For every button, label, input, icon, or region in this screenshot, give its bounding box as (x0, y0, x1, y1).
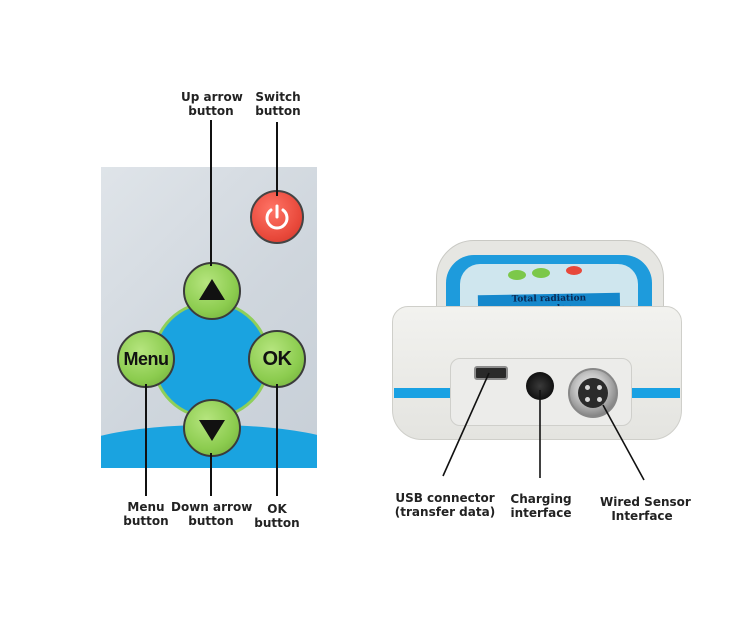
menu-callout: Menu button (116, 500, 176, 528)
callout-line-1: Up arrow (181, 90, 243, 104)
callout-line-2: button (255, 104, 301, 118)
up-arrow-callout: Up arrow button (181, 90, 243, 118)
callout-line-1: Menu (127, 500, 165, 514)
device-keypad-button (532, 268, 550, 278)
down-arrow-icon (199, 419, 225, 441)
callout-line-2: Interface (611, 509, 673, 523)
sensor-pin (585, 385, 590, 390)
callout-line-1: USB connector (395, 491, 495, 505)
usb-callout: USB connector (transfer data) (393, 491, 497, 519)
power-icon (265, 204, 289, 230)
sensor-callout: Wired Sensor Interface (600, 495, 691, 523)
callout-line-1: Down arrow (171, 500, 253, 514)
down-arrow-callout: Down arrow button (171, 500, 253, 528)
callout-line-2: (transfer data) (394, 505, 496, 519)
sensor-connector-core (578, 378, 608, 408)
sensor-pin (597, 397, 602, 402)
callout-line-2: button (188, 514, 234, 528)
menu-leader (145, 384, 147, 496)
sensor-pin (597, 385, 602, 390)
usb-leader (442, 372, 490, 477)
sensor-leader (602, 404, 645, 481)
callout-line-1: OK (267, 502, 287, 516)
down-arrow-leader (210, 453, 212, 496)
menu-button-label: Menu (123, 348, 170, 369)
ok-leader (276, 384, 278, 496)
callout-line-2: button (188, 104, 234, 118)
device-keypad-button (508, 270, 526, 280)
device-power-button (566, 266, 582, 275)
sensor-pin (585, 397, 590, 402)
callout-line-2: button (123, 514, 169, 528)
up-arrow-leader (210, 120, 212, 266)
switch-leader (276, 122, 278, 196)
callout-line-2: interface (510, 506, 572, 520)
switch-callout: Switch button (248, 90, 308, 118)
ok-button-label: OK (262, 347, 293, 370)
callout-line-1: Switch (255, 90, 301, 104)
callout-line-1: Wired Sensor (600, 495, 691, 509)
usb-port (474, 366, 508, 380)
callout-line-1: Charging (510, 492, 572, 506)
ok-callout: OK button (247, 502, 307, 530)
callout-line-2: button (254, 516, 300, 530)
up-arrow-button[interactable] (183, 262, 241, 320)
ok-button[interactable]: OK (248, 330, 306, 388)
up-arrow-icon (199, 278, 225, 300)
down-arrow-button[interactable] (183, 399, 241, 457)
charging-callout: Charging interface (508, 492, 574, 520)
